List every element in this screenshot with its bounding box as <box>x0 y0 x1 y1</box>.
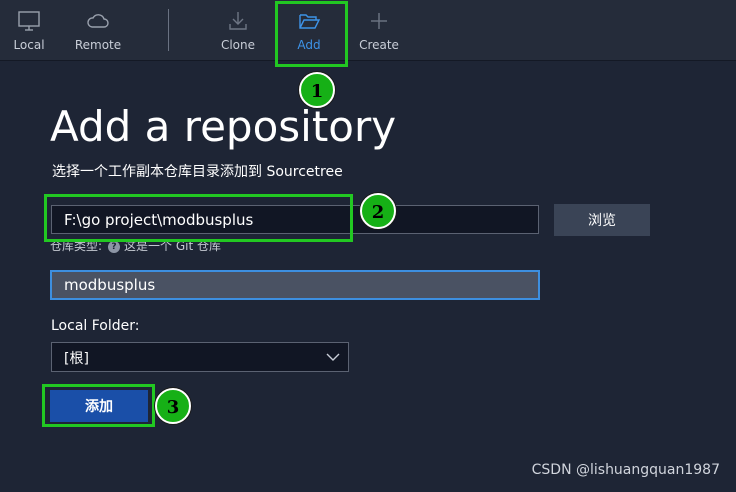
chevron-down-icon <box>326 353 340 361</box>
toolbar-create-label: Create <box>359 38 399 52</box>
local-folder-select[interactable]: [根] <box>51 342 349 372</box>
toolbar-remote-label: Remote <box>74 38 122 52</box>
local-folder-value: [根] <box>64 351 89 367</box>
annotation-badge-2: 2 <box>360 193 396 229</box>
folder-open-icon <box>299 14 321 29</box>
toolbar: Local Remote Clone Add Create <box>0 0 736 61</box>
toolbar-add-button[interactable]: Add <box>280 0 338 60</box>
toolbar-clone-label: Clone <box>220 38 256 52</box>
toolbar-divider <box>168 9 169 51</box>
toolbar-local-button[interactable]: Local <box>0 0 58 60</box>
info-icon: ? <box>108 240 121 253</box>
toolbar-create-button[interactable]: Create <box>352 0 406 60</box>
watermark: CSDN @lishuangquan1987 <box>531 462 720 478</box>
annotation-badge-3: 3 <box>155 388 191 424</box>
page-subtitle: 选择一个工作副本仓库目录添加到 Sourcetree <box>52 164 343 180</box>
highlight-box-add-button <box>42 384 155 427</box>
highlight-box-add-toolbar <box>275 1 348 67</box>
toolbar-add-label: Add <box>297 38 321 52</box>
highlight-box-path-input <box>44 194 353 242</box>
toolbar-clone-button[interactable]: Clone <box>210 0 266 60</box>
repository-path-input[interactable] <box>51 205 539 234</box>
add-button[interactable]: 添加 <box>50 390 148 422</box>
repository-type-value: 这是一个 Git 仓库 <box>124 239 222 253</box>
toolbar-local-label: Local <box>13 38 45 52</box>
local-folder-label: Local Folder: <box>51 318 140 334</box>
annotation-badge-1: 1 <box>299 72 335 108</box>
repository-type-row: 仓库类型:?这是一个 Git 仓库 <box>50 237 221 254</box>
plus-icon <box>371 13 387 29</box>
repository-type-label: 仓库类型: <box>50 239 103 253</box>
toolbar-remote-button[interactable]: Remote <box>68 0 128 60</box>
cloud-icon <box>87 14 109 28</box>
browse-button[interactable]: 浏览 <box>554 204 650 236</box>
repository-name-input[interactable] <box>50 270 540 300</box>
download-icon <box>229 12 247 30</box>
monitor-icon <box>18 11 40 31</box>
page-title: Add a repository <box>50 102 397 151</box>
